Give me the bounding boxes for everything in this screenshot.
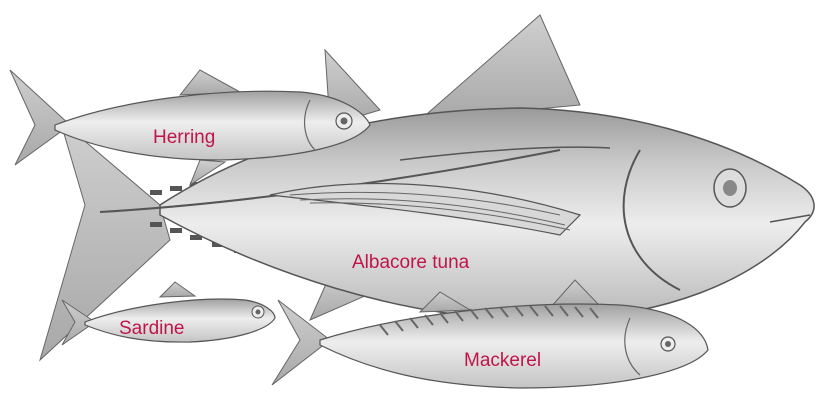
mackerel-label: Mackerel [464,350,541,371]
herring-label: Herring [153,127,215,148]
mackerel-pupil [665,341,671,347]
sardine-pupil [256,310,261,315]
sardine-dorsal-fin [160,282,195,297]
herring-tail [10,70,70,165]
sardine-label: Sardine [119,318,185,339]
tuna-dorsal-fin [420,15,580,120]
tuna-pupil [723,180,737,196]
herring-dorsal-fin [180,70,240,95]
albacore-tuna-label: Albacore tuna [352,252,470,273]
herring-pupil [341,118,348,125]
mackerel-body [320,304,708,388]
